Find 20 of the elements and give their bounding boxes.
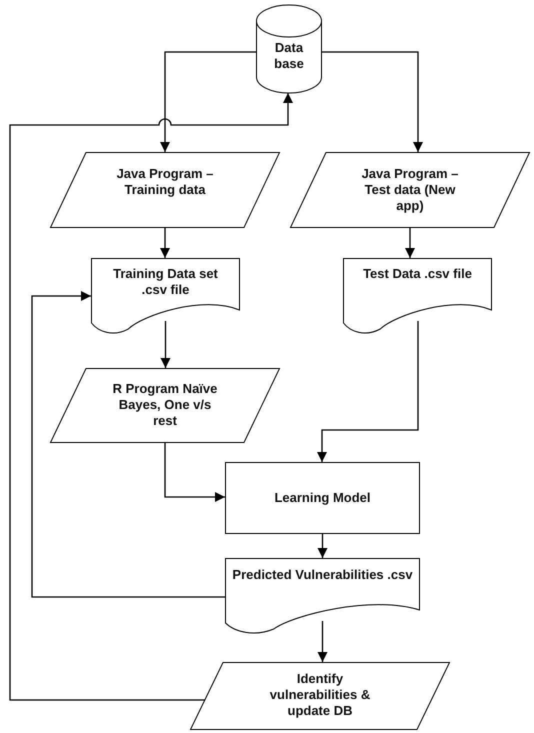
arrow bbox=[31, 291, 225, 598]
node-label: Predicted Vulnerabilities .csv bbox=[231, 567, 414, 583]
arrow bbox=[318, 534, 328, 558]
node-label: Data base bbox=[273, 40, 305, 72]
node-label: Test Data .csv file bbox=[362, 266, 473, 282]
arrow bbox=[9, 93, 293, 701]
arrow bbox=[405, 228, 415, 258]
arrow bbox=[160, 51, 256, 152]
arrow bbox=[160, 228, 170, 258]
node-label: Java Program – Test data (New app) bbox=[360, 166, 460, 214]
arrow bbox=[160, 321, 170, 368]
arrow bbox=[164, 443, 225, 502]
node-label: Java Program – Training data bbox=[116, 166, 214, 198]
arrow bbox=[322, 51, 423, 152]
node-label: Identify vulnerabilities & update DB bbox=[268, 671, 372, 719]
node-label: Learning Model bbox=[273, 490, 372, 506]
arrow bbox=[317, 321, 419, 462]
arrow bbox=[318, 621, 328, 662]
node-label: Training Data set .csv file bbox=[112, 266, 219, 298]
node-label: R Program Naïve Bayes, One v/s rest bbox=[112, 381, 218, 429]
